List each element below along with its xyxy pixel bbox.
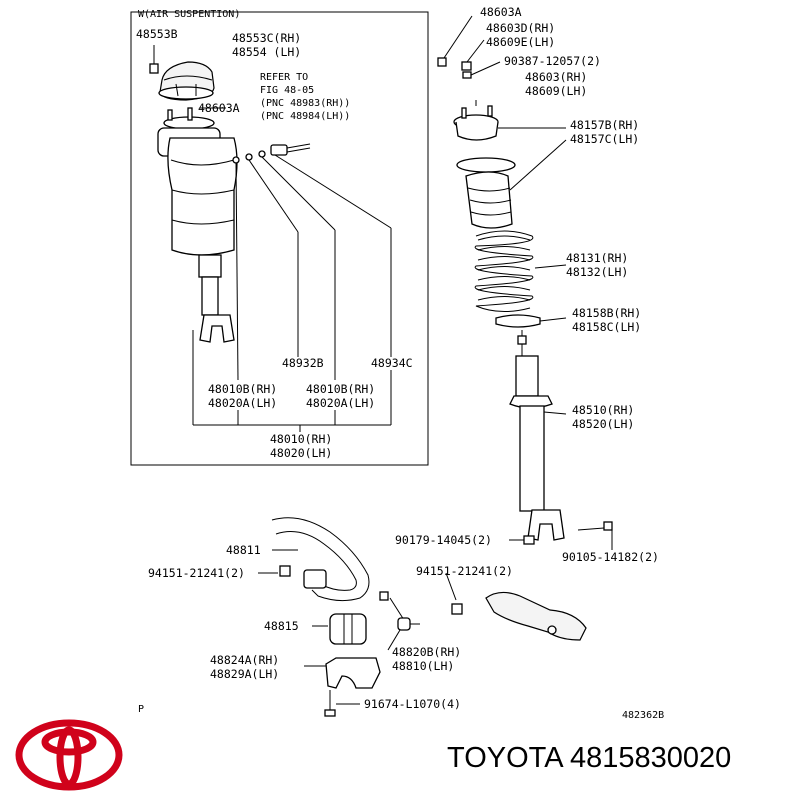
- label-48554: 48554 (LH): [232, 45, 301, 59]
- nut-90179-drawing: [523, 535, 535, 545]
- label-48158b: 48158B(RH): [572, 306, 641, 320]
- refer-line-2: FIG 48-05: [260, 85, 314, 96]
- shock-absorber-drawing: [509, 330, 565, 541]
- label-48553b: 48553B: [136, 27, 178, 41]
- label-90105: 90105-14182(2): [562, 550, 659, 564]
- label-48157c: 48157C(LH): [570, 132, 639, 146]
- label-48157b: 48157B(RH): [570, 118, 639, 132]
- label-48932b: 48932B: [282, 356, 324, 370]
- label-91674: 91674-L1070(4): [364, 697, 461, 711]
- label-94151-b: 94151-21241(2): [416, 564, 513, 578]
- label-48020: 48020(LH): [270, 446, 332, 460]
- upper-mount-cap-drawing: [158, 61, 215, 101]
- label-48810: 48810(LH): [392, 659, 454, 673]
- label-48020a-b: 48020A(LH): [306, 396, 375, 410]
- nut-48553b-drawing: [149, 45, 159, 74]
- refer-line-4: (PNC 48984(LH)): [260, 111, 350, 122]
- label-48158c: 48158C(LH): [572, 320, 641, 334]
- label-48609e: 48609E(LH): [486, 35, 555, 49]
- upper-support-drawing: [453, 105, 499, 141]
- valve-seals-drawing: [232, 143, 311, 164]
- inset-title: W(AIR SUSPENTION): [138, 9, 240, 20]
- label-48829a: 48829A(LH): [210, 667, 279, 681]
- part-number-caption: TOYOTA 4815830020: [447, 742, 732, 774]
- label-48010: 48010(RH): [270, 432, 332, 446]
- label-48815: 48815: [264, 619, 299, 633]
- nut-48603a-drawing: [437, 57, 447, 67]
- label-48553c: 48553C(RH): [232, 31, 301, 45]
- label-48934c: 48934C: [371, 356, 413, 370]
- label-90387: 90387-12057(2): [504, 54, 601, 68]
- inset-leader-lines: [192, 107, 392, 432]
- label-94151-a: 94151-21241(2): [148, 566, 245, 580]
- coil-spring-drawing: [474, 230, 534, 312]
- air-suspension-inset: W(AIR SUSPENTION): [130, 9, 429, 466]
- label-90179: 90179-14045(2): [395, 533, 492, 547]
- boot-drawing: [456, 157, 516, 229]
- label-48811: 48811: [226, 543, 261, 557]
- label-48824a: 48824A(RH): [210, 653, 279, 667]
- label-48510: 48510(RH): [572, 403, 634, 417]
- stabilizer-link-drawing: [379, 591, 463, 631]
- label-48520: 48520(LH): [572, 417, 634, 431]
- lower-insulator-drawing: [495, 314, 541, 328]
- air-strut-drawing: [157, 107, 238, 343]
- nut-94151b-drawing: [451, 603, 463, 615]
- label-48603d: 48603D(RH): [486, 21, 555, 35]
- nut-90387-drawing: [462, 71, 472, 79]
- label-48010b-a: 48010B(RH): [208, 382, 277, 396]
- main-leader-lines: [258, 15, 613, 705]
- toyota-logo: [15, 719, 123, 791]
- main-labels: 48603A 48603D(RH) 48609E(LH) 90387-12057…: [138, 5, 664, 721]
- nut-48603d-drawing: [461, 61, 472, 71]
- label-p: P: [138, 704, 144, 715]
- label-48132: 48132(LH): [566, 265, 628, 279]
- label-48131: 48131(RH): [566, 251, 628, 265]
- bushing-48815-drawing: [329, 613, 367, 645]
- bracket-48824a-drawing: [325, 657, 381, 689]
- label-48609: 48609(LH): [525, 84, 587, 98]
- coil-strut-assembly: [437, 57, 613, 545]
- label-48603a: 48603A: [480, 5, 522, 19]
- refer-line-3: (PNC 48983(RH)): [260, 98, 350, 109]
- bolt-90105-drawing: [577, 521, 613, 531]
- refer-line-1: REFER TO: [260, 72, 308, 83]
- label-48010b-b: 48010B(RH): [306, 382, 375, 396]
- diagram-code: 482362B: [622, 710, 664, 721]
- lower-arm-drawing: [485, 591, 587, 641]
- nut-94151a-drawing: [279, 565, 291, 577]
- label-48820b: 48820B(RH): [392, 645, 461, 659]
- bolt-91674-drawing: [324, 690, 336, 717]
- label-48603: 48603(RH): [525, 70, 587, 84]
- label-48020a-a: 48020A(LH): [208, 396, 277, 410]
- stabilizer-assembly: [271, 517, 587, 717]
- label-48603a-inset: 48603A: [198, 101, 240, 115]
